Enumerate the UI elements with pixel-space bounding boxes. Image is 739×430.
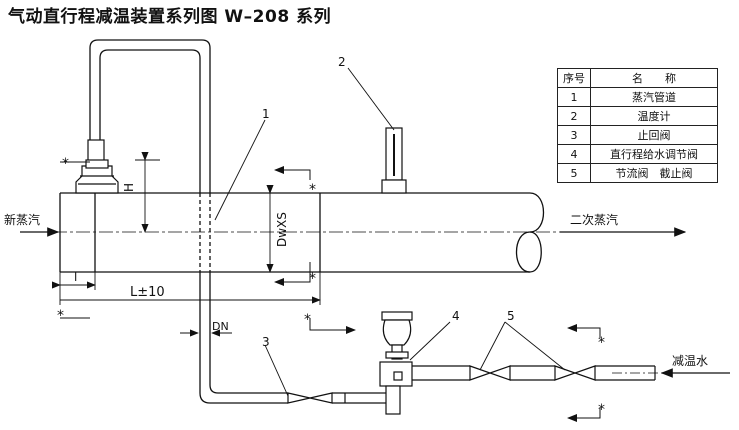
legend-row: 1 蒸汽管道 bbox=[557, 87, 718, 107]
star-mark: * bbox=[57, 308, 64, 324]
legend-row-name: 节流阀 截止阀 bbox=[590, 163, 718, 183]
legend-row-no: 4 bbox=[557, 144, 591, 164]
legend-row-no: 1 bbox=[557, 87, 591, 107]
steam-pipe bbox=[30, 192, 600, 273]
callout-5: 5 bbox=[507, 309, 515, 323]
legend-row: 5 节流阀 截止阀 bbox=[557, 163, 718, 183]
legend-row-name: 蒸汽管道 bbox=[590, 87, 718, 107]
parts-legend-table: 序号 名 称 1 蒸汽管道 2 温度计 3 止回阀 4 直行程给水调节阀 5 节… bbox=[557, 68, 718, 183]
legend-header-no: 序号 bbox=[557, 68, 591, 88]
callout-3: 3 bbox=[262, 335, 270, 349]
callout-leaders bbox=[214, 67, 566, 397]
water-loop-pipe bbox=[89, 39, 288, 404]
legend-header-name: 名 称 bbox=[590, 68, 718, 88]
thermometer bbox=[381, 127, 407, 194]
legend-row: 4 直行程给水调节阀 bbox=[557, 144, 718, 164]
dimension-lines bbox=[51, 151, 321, 337]
legend-row-no: 5 bbox=[557, 163, 591, 183]
star-mark: * bbox=[304, 312, 311, 328]
inlet-label: 新蒸汽 bbox=[4, 212, 40, 227]
pipe-size-label: DwXS bbox=[275, 212, 289, 247]
legend-row-name: 止回阀 bbox=[590, 125, 718, 145]
legend-row-no: 3 bbox=[557, 125, 591, 145]
dn-label: DN bbox=[212, 320, 229, 333]
flow-direction-marks bbox=[60, 161, 601, 422]
legend-row-name: 温度计 bbox=[590, 106, 718, 126]
star-mark: * bbox=[598, 402, 605, 418]
length-label: L±10 bbox=[130, 285, 165, 300]
star-mark: * bbox=[62, 156, 69, 172]
callout-1: 1 bbox=[262, 107, 270, 121]
water-label: 减温水 bbox=[672, 354, 708, 368]
callout-4: 4 bbox=[452, 309, 460, 323]
height-label: H bbox=[122, 183, 136, 192]
legend-row: 3 止回阀 bbox=[557, 125, 718, 145]
legend-row-no: 2 bbox=[557, 106, 591, 126]
legend-row: 2 温度计 bbox=[557, 106, 718, 126]
short-length-label: l bbox=[74, 270, 77, 284]
star-mark: * bbox=[598, 335, 605, 351]
diagram-title: 气动直行程减温装置系列图 W–208 系列 bbox=[8, 7, 332, 27]
legend-header-row: 序号 名 称 bbox=[557, 68, 718, 88]
desuperheater-head bbox=[75, 139, 119, 194]
legend-row-name: 直行程给水调节阀 bbox=[590, 144, 718, 164]
outlet-label: 二次蒸汽 bbox=[570, 212, 618, 227]
star-mark: * bbox=[309, 182, 316, 198]
star-mark: * bbox=[309, 271, 316, 287]
callout-2: 2 bbox=[338, 55, 346, 69]
control-valve bbox=[379, 311, 413, 415]
check-valve bbox=[287, 392, 380, 404]
